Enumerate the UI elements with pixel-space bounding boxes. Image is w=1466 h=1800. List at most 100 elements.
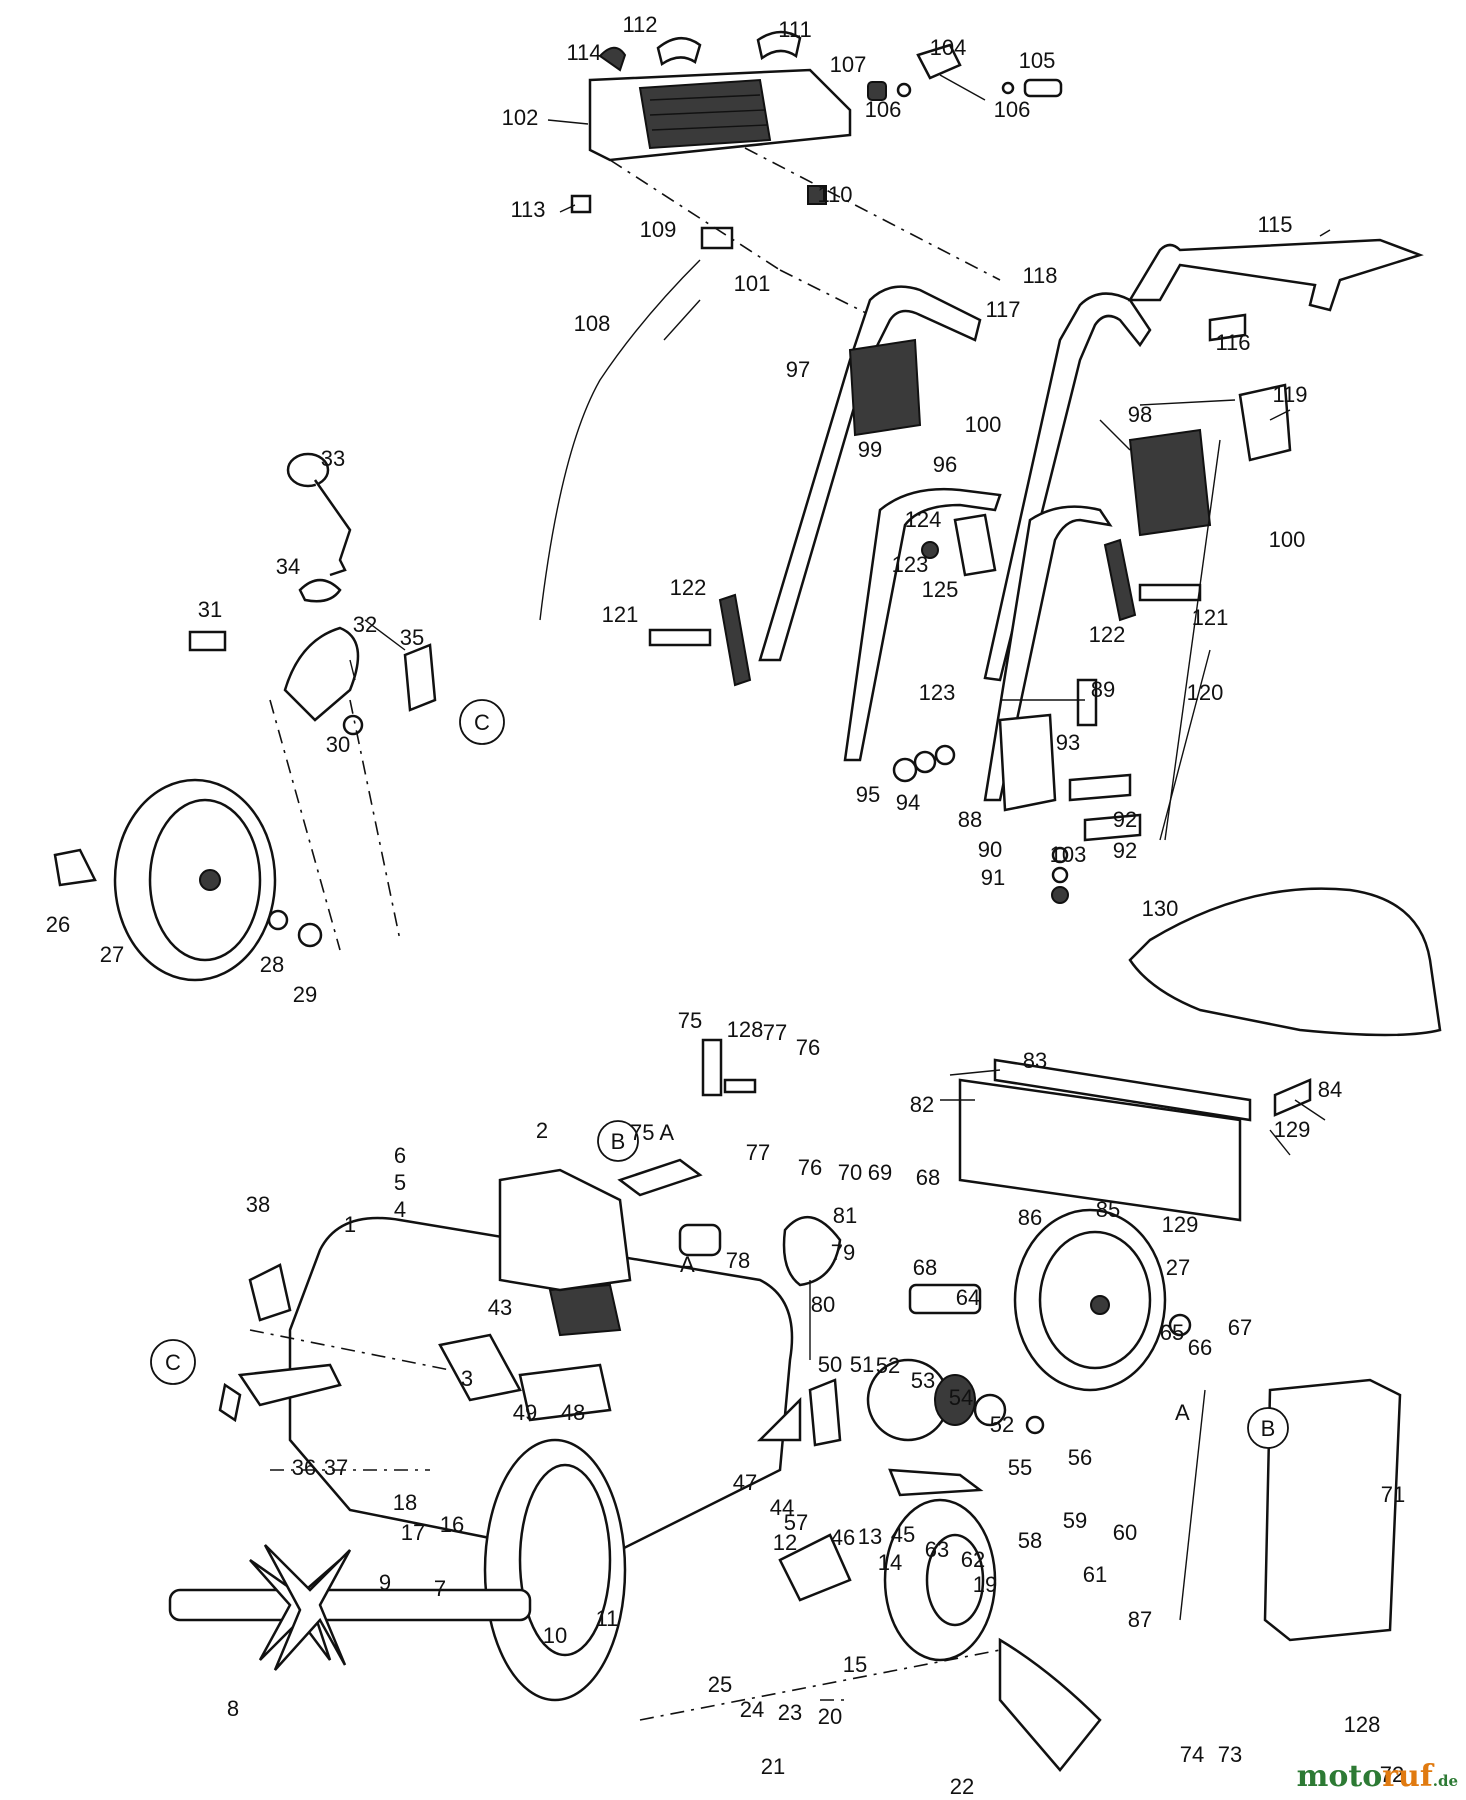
- part-label-72: 72: [1380, 1762, 1404, 1787]
- part-label-128: 128: [1344, 1712, 1381, 1737]
- part-label-22: 22: [950, 1774, 974, 1799]
- handle-bracket: [892, 678, 1142, 904]
- part-label-88: 88: [958, 807, 982, 832]
- mark-a-left: A: [680, 1252, 695, 1277]
- part-label-9: 9: [379, 1570, 391, 1595]
- part-label-94: 94: [896, 790, 920, 815]
- part-label-5: 5: [394, 1170, 406, 1195]
- part-label-75: 75: [678, 1008, 702, 1033]
- part-label-93: 93: [1056, 730, 1080, 755]
- watermark-part-2: ruf: [1382, 1759, 1433, 1794]
- part-label-53: 53: [911, 1368, 935, 1393]
- part-label-35: 35: [400, 625, 424, 650]
- part-label-30: 30: [326, 732, 350, 757]
- part-label-71: 71: [1381, 1482, 1405, 1507]
- part-label-38: 38: [246, 1192, 270, 1217]
- part-label-13: 13: [858, 1524, 882, 1549]
- part-label-121: 121: [602, 602, 639, 627]
- lower-handle: [843, 487, 1113, 802]
- part-label-118: 118: [1022, 263, 1057, 288]
- rear-wheel: [908, 1208, 1192, 1392]
- part-label-130: 130: [1142, 896, 1179, 921]
- part-label-68: 68: [913, 1255, 937, 1280]
- part-label-92: 92: [1113, 807, 1137, 832]
- part-label-52-second: 52: [876, 1353, 900, 1378]
- part-label-55: 55: [1008, 1455, 1032, 1480]
- left-wheel: [53, 778, 323, 982]
- part-label-65: 65: [1160, 1320, 1184, 1345]
- part-label-123: 123: [892, 552, 929, 577]
- part-label-90: 90: [978, 837, 1002, 862]
- handle-console: [588, 68, 852, 162]
- part-label-89: 89: [1091, 677, 1115, 702]
- part-label-70: 70: [838, 1160, 862, 1185]
- part-label-87: 87: [1128, 1607, 1152, 1632]
- baffle-plates: [958, 1058, 1312, 1222]
- callout-b-lower: B: [1247, 1407, 1289, 1449]
- part-label-49: 49: [513, 1400, 537, 1425]
- part-label-61: 61: [1083, 1562, 1107, 1587]
- part-label-74: 74: [1180, 1742, 1204, 1767]
- part-label-50: 50: [818, 1352, 842, 1377]
- part-label-25: 25: [708, 1672, 732, 1697]
- part-label-78: 78: [726, 1248, 750, 1273]
- part-label-81: 81: [833, 1203, 857, 1228]
- part-label-45: 45: [891, 1522, 915, 1547]
- part-label-68-second: 68: [916, 1165, 940, 1190]
- part-label-32: 32: [353, 612, 377, 637]
- part-label-110: 110: [817, 182, 852, 207]
- part-label-20: 20: [818, 1704, 842, 1729]
- drive-pulleys: [756, 1358, 1102, 1772]
- part-label-103: 103: [1050, 842, 1087, 867]
- part-label-107: 107: [830, 52, 867, 77]
- part-label-27: 27: [100, 942, 124, 967]
- upper-handle: [758, 285, 1152, 682]
- part-label-108: 108: [574, 311, 611, 336]
- deck-wheel: [483, 1438, 627, 1702]
- part-label-98: 98: [1128, 402, 1152, 427]
- part-label-47: 47: [733, 1470, 757, 1495]
- part-label-116: 116: [1215, 330, 1250, 355]
- part-label-80: 80: [811, 1292, 835, 1317]
- part-label-12: 12: [773, 1530, 797, 1555]
- part-label-75A: 75 A: [630, 1120, 674, 1145]
- part-label-17: 17: [401, 1520, 425, 1545]
- part-label-125: 125: [922, 577, 959, 602]
- lever-parts: [617, 1038, 842, 1360]
- part-label-123-second: 123: [919, 680, 956, 705]
- part-label-102: 102: [502, 105, 539, 130]
- part-label-119: 119: [1272, 382, 1307, 407]
- watermark-part-1: moto: [1296, 1759, 1383, 1794]
- switch-parts-104-107: [867, 43, 1063, 101]
- part-label-33: 33: [321, 446, 345, 471]
- switch-boxes: [848, 313, 1292, 537]
- part-label-95: 95: [856, 782, 880, 807]
- part-label-82: 82: [910, 1092, 934, 1117]
- callout-b-upper: B: [597, 1120, 639, 1162]
- leader-lines: [349, 119, 1331, 1156]
- part-label-84: 84: [1318, 1077, 1342, 1102]
- part-label-4: 4: [394, 1197, 406, 1222]
- part-label-28: 28: [260, 952, 284, 977]
- part-label-122: 122: [670, 575, 707, 600]
- part-label-106: 106: [865, 97, 902, 122]
- part-label-124: 124: [905, 507, 942, 532]
- part-label-2: 2: [536, 1118, 548, 1143]
- part-label-18: 18: [393, 1490, 417, 1515]
- part-label-27-second: 27: [1166, 1255, 1190, 1280]
- knob-parts: [648, 513, 1202, 687]
- part-label-26: 26: [46, 912, 70, 937]
- motoruf-watermark: motoruf.de: [1297, 1759, 1458, 1794]
- part-label-62: 62: [961, 1547, 985, 1572]
- main-deck: [237, 1168, 794, 1562]
- part-label-34: 34: [276, 554, 300, 579]
- part-label-69: 69: [868, 1160, 892, 1185]
- part-label-97: 97: [786, 357, 810, 382]
- callout-label-c-upper: C: [474, 710, 490, 735]
- part-label-29: 29: [293, 982, 317, 1007]
- part-label-100-second: 100: [1269, 527, 1306, 552]
- part-label-115: 115: [1257, 212, 1292, 237]
- part-label-3: 3: [461, 1366, 473, 1391]
